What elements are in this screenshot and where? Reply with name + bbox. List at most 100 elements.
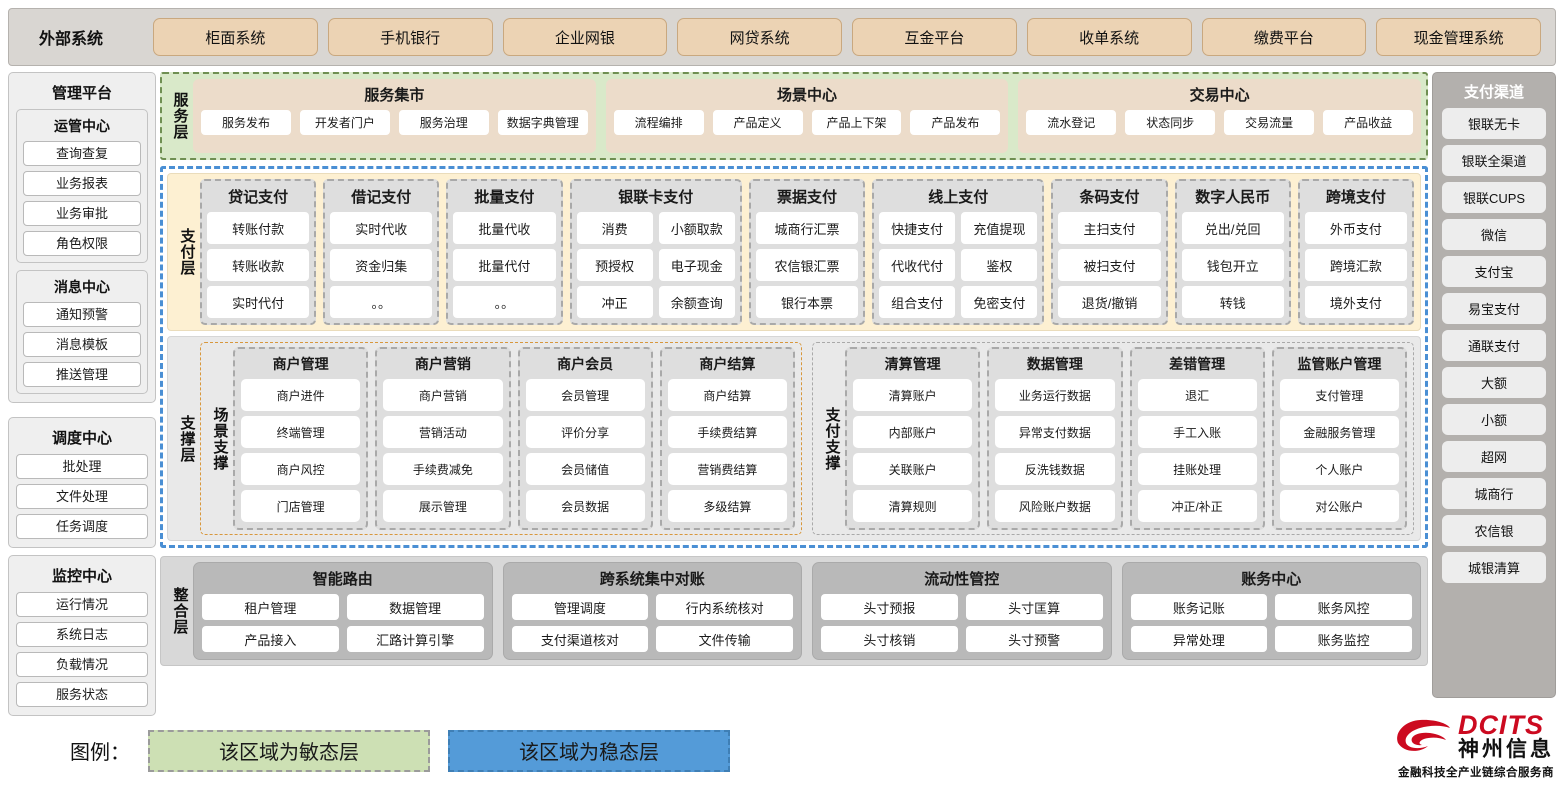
payment-item[interactable]: 兑出/兑回 [1181, 212, 1284, 244]
management-menu-item[interactable]: 运行情况 [16, 592, 148, 617]
management-menu-item[interactable]: 通知预警 [23, 302, 141, 327]
payment-item[interactable]: 批量代付 [453, 249, 556, 281]
integration-item[interactable]: 数据管理 [346, 594, 484, 620]
payment-item[interactable]: 代收代付 [879, 249, 956, 281]
payment-item[interactable]: 余额查询 [658, 286, 735, 318]
payment-item[interactable]: 消费 [576, 212, 653, 244]
management-menu-item[interactable]: 推送管理 [23, 362, 141, 387]
payment-item[interactable]: 资金归集 [330, 249, 433, 281]
payment-channel-item[interactable]: 微信 [1442, 219, 1546, 250]
integration-item[interactable]: 管理调度 [511, 594, 649, 620]
payment-item[interactable]: 。。 [453, 286, 556, 318]
payment-item[interactable]: 外币支付 [1304, 212, 1407, 244]
payment-item[interactable]: 农信银汇票 [755, 249, 859, 281]
integration-item[interactable]: 账务记账 [1130, 594, 1268, 620]
management-menu-item[interactable]: 业务报表 [23, 171, 141, 196]
integration-item[interactable]: 头寸预警 [965, 626, 1103, 652]
support-item[interactable]: 关联账户 [853, 453, 973, 485]
payment-item[interactable]: 转账付款 [207, 212, 310, 244]
support-item[interactable]: 会员储值 [525, 453, 645, 485]
support-item[interactable]: 手续费减免 [383, 453, 503, 485]
integration-item[interactable]: 文件传输 [656, 626, 793, 652]
support-item[interactable]: 评价分享 [525, 416, 645, 448]
service-item[interactable]: 产品定义 [712, 110, 803, 135]
management-menu-item[interactable]: 消息模板 [23, 332, 141, 357]
support-item[interactable]: 金融服务管理 [1279, 416, 1399, 448]
integration-item[interactable]: 租户管理 [202, 594, 339, 620]
service-item[interactable]: 服务治理 [398, 110, 489, 135]
service-item[interactable]: 产品发布 [910, 110, 1001, 135]
support-item[interactable]: 展示管理 [383, 490, 503, 522]
payment-item[interactable]: 冲正 [576, 286, 653, 318]
support-item[interactable]: 个人账户 [1279, 453, 1399, 485]
payment-item[interactable]: 免密支付 [961, 286, 1038, 318]
payment-channel-item[interactable]: 通联支付 [1442, 330, 1546, 361]
service-item[interactable]: 流水登记 [1026, 110, 1117, 135]
external-system-chip[interactable]: 互金平台 [852, 18, 1017, 56]
support-item[interactable]: 手续费结算 [667, 416, 787, 448]
payment-item[interactable]: 实时代收 [330, 212, 433, 244]
support-item[interactable]: 门店管理 [241, 490, 361, 522]
integration-item[interactable]: 账务风控 [1275, 594, 1412, 620]
service-item[interactable]: 状态同步 [1125, 110, 1216, 135]
payment-channel-item[interactable]: 大额 [1442, 367, 1546, 398]
service-item[interactable]: 开发者门户 [299, 110, 390, 135]
payment-item[interactable]: 预授权 [576, 249, 653, 281]
support-item[interactable]: 异常支付数据 [995, 416, 1115, 448]
integration-item[interactable]: 异常处理 [1130, 626, 1268, 652]
management-menu-item[interactable]: 查询查复 [23, 141, 141, 166]
payment-item[interactable]: 。。 [330, 286, 433, 318]
management-menu-item[interactable]: 系统日志 [16, 622, 148, 647]
external-system-chip[interactable]: 现金管理系统 [1376, 18, 1541, 56]
management-menu-item[interactable]: 文件处理 [16, 484, 148, 509]
payment-item[interactable]: 小额取款 [658, 212, 735, 244]
support-item[interactable]: 对公账户 [1279, 490, 1399, 522]
support-item[interactable]: 风险账户数据 [995, 490, 1115, 522]
support-item[interactable]: 终端管理 [241, 416, 361, 448]
payment-item[interactable]: 钱包开立 [1181, 249, 1284, 281]
management-menu-item[interactable]: 业务审批 [23, 201, 141, 226]
payment-channel-item[interactable]: 银联CUPS [1442, 182, 1546, 213]
integration-item[interactable]: 账务监控 [1275, 626, 1412, 652]
support-item[interactable]: 挂账处理 [1137, 453, 1257, 485]
external-system-chip[interactable]: 企业网银 [502, 18, 668, 56]
integration-item[interactable]: 行内系统核对 [656, 594, 793, 620]
external-system-chip[interactable]: 收单系统 [1026, 18, 1192, 56]
support-item[interactable]: 反洗钱数据 [995, 453, 1115, 485]
support-item[interactable]: 冲正/补正 [1137, 490, 1257, 522]
support-item[interactable]: 商户结算 [667, 379, 787, 411]
integration-item[interactable]: 头寸匡算 [965, 594, 1103, 620]
payment-item[interactable]: 组合支付 [879, 286, 956, 318]
integration-item[interactable]: 汇路计算引擎 [346, 626, 484, 652]
service-item[interactable]: 服务发布 [201, 110, 291, 135]
support-item[interactable]: 营销活动 [383, 416, 503, 448]
support-item[interactable]: 业务运行数据 [995, 379, 1115, 411]
payment-channel-item[interactable]: 易宝支付 [1442, 293, 1546, 324]
support-item[interactable]: 营销费结算 [667, 453, 787, 485]
payment-item[interactable]: 快捷支付 [879, 212, 956, 244]
integration-item[interactable]: 支付渠道核对 [511, 626, 649, 652]
support-item[interactable]: 退汇 [1137, 379, 1257, 411]
support-item[interactable]: 商户营销 [383, 379, 503, 411]
support-item[interactable]: 商户进件 [241, 379, 361, 411]
payment-item[interactable]: 退货/撤销 [1058, 286, 1161, 318]
integration-item[interactable]: 头寸预报 [821, 594, 958, 620]
payment-item[interactable]: 被扫支付 [1058, 249, 1161, 281]
payment-channel-item[interactable]: 银联无卡 [1442, 108, 1546, 139]
payment-item[interactable]: 主扫支付 [1058, 212, 1161, 244]
service-item[interactable]: 交易流量 [1224, 110, 1315, 135]
service-item[interactable]: 产品收益 [1323, 110, 1414, 135]
support-item[interactable]: 商户风控 [241, 453, 361, 485]
payment-item[interactable]: 跨境汇款 [1304, 249, 1407, 281]
payment-item[interactable]: 转账收款 [207, 249, 310, 281]
service-item[interactable]: 流程编排 [613, 110, 704, 135]
payment-item[interactable]: 银行本票 [755, 286, 859, 318]
external-system-chip[interactable]: 柜面系统 [153, 18, 318, 56]
support-item[interactable]: 手工入账 [1137, 416, 1257, 448]
payment-channel-item[interactable]: 小额 [1442, 404, 1546, 435]
payment-item[interactable]: 境外支付 [1304, 286, 1407, 318]
service-item[interactable]: 产品上下架 [811, 110, 902, 135]
support-item[interactable]: 内部账户 [853, 416, 973, 448]
payment-item[interactable]: 鉴权 [961, 249, 1038, 281]
support-item[interactable]: 清算规则 [853, 490, 973, 522]
